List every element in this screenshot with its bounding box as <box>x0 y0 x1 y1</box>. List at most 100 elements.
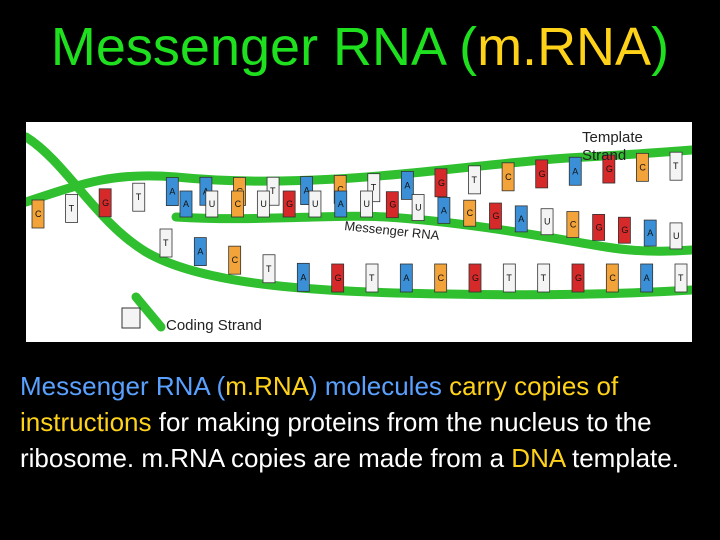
description-paragraph: Messenger RNA (m.RNA) molecules carry co… <box>20 368 710 476</box>
nucleotide-letter: G <box>389 200 396 210</box>
nucleotide-base <box>256 190 270 218</box>
nucleotide-base <box>132 182 146 212</box>
nucleotide-letter: U <box>673 231 680 241</box>
nucleotide-base <box>643 219 657 247</box>
nucleotide-letter: A <box>304 186 310 196</box>
nucleotide-base <box>385 191 399 219</box>
nucleotide-letter: T <box>163 238 169 248</box>
nucleotide-letter: T <box>266 264 272 274</box>
nucleotide-base <box>501 162 515 192</box>
nucleotide-letter: U <box>209 199 216 209</box>
nucleotide-letter: G <box>539 169 546 179</box>
nucleotide-base <box>540 208 554 236</box>
nucleotide-letter: C <box>570 220 577 230</box>
nucleotide-letter: G <box>596 222 603 232</box>
loose-nucleotide-icon <box>131 292 166 332</box>
nucleotide-base <box>31 199 45 229</box>
title-text: Messenger RNA ( <box>50 17 478 77</box>
nucleotide-letter: G <box>492 211 499 221</box>
nucleotide-letter: U <box>415 203 422 213</box>
nucleotide-letter: T <box>371 183 377 193</box>
nucleotide-letter: A <box>169 187 175 197</box>
nucleotide-base <box>674 263 688 293</box>
nucleotide-base <box>640 263 654 293</box>
nucleotide-base <box>669 151 683 181</box>
nucleotide-base <box>535 159 549 189</box>
nucleotide-letter: C <box>35 209 42 219</box>
transcription-diagram: CTGTAACTACTAGTCGAGCT AUCUGUAUGUACGAUCGGA… <box>26 122 692 342</box>
desc-part-5: copies of instructions <box>20 371 619 437</box>
nucleotide-letter: U <box>544 217 551 227</box>
nucleotide-letter: G <box>438 178 445 188</box>
nucleotide-base <box>282 190 296 218</box>
dna-transcription-illustration: CTGTAACTACTAGTCGAGCT AUCUGUAUGUACGAUCGGA… <box>26 129 692 334</box>
nucleotide-letter: U <box>260 199 267 209</box>
desc-part-8: template. <box>564 443 679 473</box>
nucleotide-letter: T <box>369 273 375 283</box>
nucleotide-base <box>399 263 413 293</box>
nucleotide-base <box>331 263 345 293</box>
nucleotide-letter: U <box>364 199 371 209</box>
nucleotide-letter: G <box>575 273 582 283</box>
nucleotide-base <box>308 190 322 218</box>
title-highlight: m.RNA <box>477 17 652 77</box>
nucleotide-letter: A <box>403 273 409 283</box>
template-strand-label-line2: Strand <box>582 147 626 164</box>
nucleotide-letter: A <box>647 228 653 238</box>
nucleotide-letter: G <box>335 273 342 283</box>
nucleotide-base <box>468 165 481 195</box>
nucleotide-letter: C <box>639 162 646 172</box>
nucleotide-base <box>179 190 193 218</box>
nucleotide-base <box>205 190 219 218</box>
desc-part-6: for making proteins from the nucleus to … <box>20 407 652 473</box>
nucleotide-base <box>592 213 606 241</box>
nucleotide-base <box>605 263 619 293</box>
nucleotide-letter: C <box>235 199 242 209</box>
nucleotide-letter: U <box>312 199 319 209</box>
nucleotide-base <box>365 263 379 293</box>
nucleotide-letter: C <box>438 273 445 283</box>
nucleotide-base <box>602 154 616 184</box>
nucleotide-letter: C <box>337 184 344 194</box>
nucleotide-base <box>489 202 502 230</box>
nucleotide-letter: G <box>621 225 628 235</box>
nucleotide-base <box>566 211 580 238</box>
nucleotide-base <box>437 196 451 224</box>
nucleotide-base <box>231 190 244 218</box>
nucleotide-letter: T <box>678 273 684 283</box>
nucleotide-letter: C <box>609 273 616 283</box>
nucleotide-letter: T <box>136 192 142 202</box>
nucleotide-base <box>360 190 373 218</box>
nucleotide-base <box>98 188 112 218</box>
nucleotide-base <box>618 216 631 244</box>
nucleotide-letter: T <box>472 175 478 185</box>
nucleotide-letter: T <box>541 273 547 283</box>
nucleotide-letter: A <box>441 205 447 215</box>
nucleotide-base <box>296 262 310 292</box>
nucleotide-base <box>434 168 448 198</box>
nucleotide-base <box>228 245 242 275</box>
nucleotide-letter: A <box>518 214 524 224</box>
title-close-paren: ) <box>651 17 670 77</box>
nucleotide-base <box>193 237 207 266</box>
nucleotide-letter: A <box>644 273 650 283</box>
template-strand-label-line1: Template <box>582 129 643 146</box>
nucleotide-letter: T <box>270 186 276 196</box>
desc-part-3: ) molecules <box>308 371 450 401</box>
nucleotide-base <box>468 263 482 293</box>
nucleotide-base <box>568 156 582 186</box>
nucleotide-base <box>334 190 348 218</box>
desc-part-4: carry <box>449 371 507 401</box>
nucleotide-letter: A <box>300 272 306 282</box>
nucleotide-letter: A <box>183 199 189 209</box>
nucleotide-base <box>463 199 477 227</box>
nucleotide-base <box>165 177 179 207</box>
nucleotide-base <box>571 263 585 293</box>
nucleotide-base <box>159 228 173 258</box>
desc-part-7: DNA <box>511 443 565 473</box>
nucleotide-base <box>434 263 448 293</box>
desc-part-1: Messenger RNA ( <box>20 371 226 401</box>
